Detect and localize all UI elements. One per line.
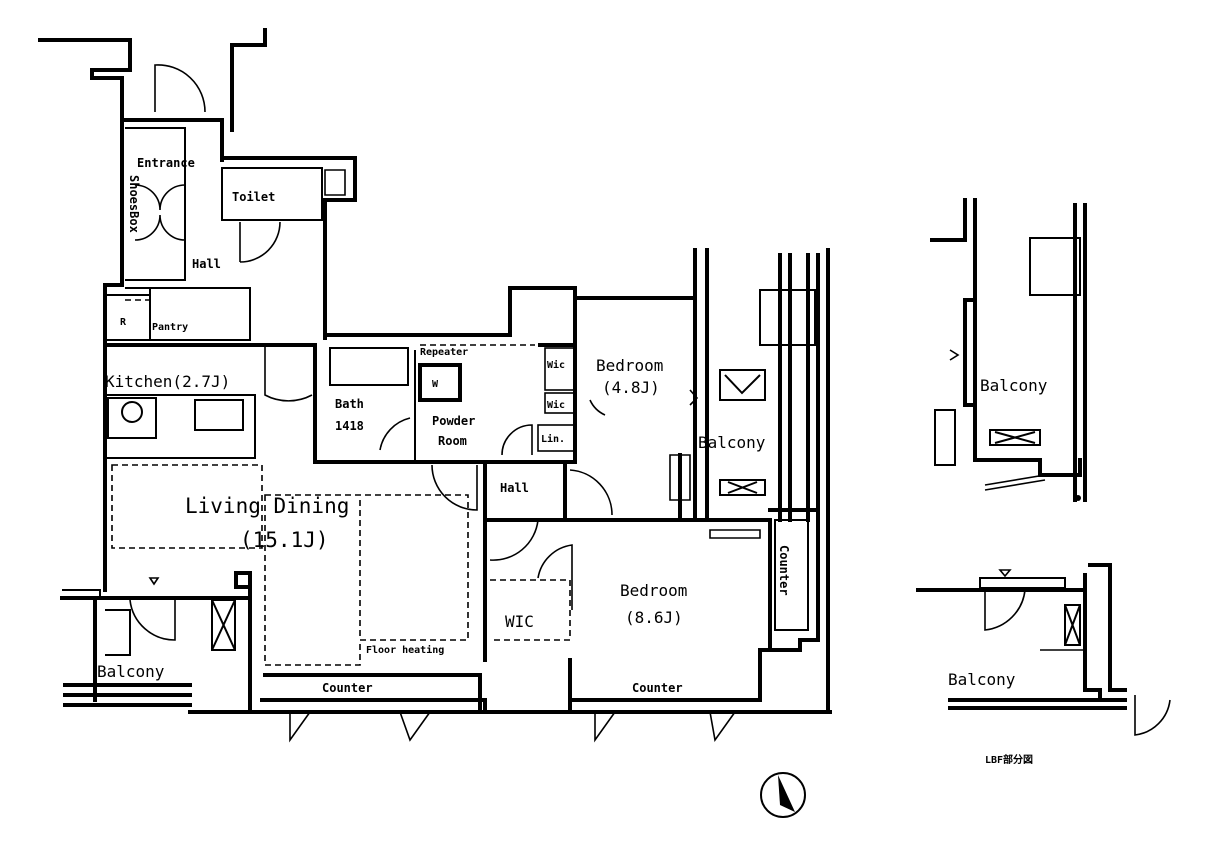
label-linen: Lin. — [541, 433, 565, 445]
label-bath-size: 1418 — [335, 419, 364, 433]
label-hall-center: Hall — [500, 481, 529, 495]
label-shoe-box: ShoesBox — [127, 175, 141, 233]
label-powder-room-2: Room — [438, 434, 467, 448]
label-balcony-inset-top: Balcony — [980, 376, 1048, 395]
label-bath: Bath — [335, 397, 364, 411]
inset-bottom-walls — [916, 563, 1171, 736]
label-bedroom-large-size: (8.6J) — [625, 608, 683, 627]
label-powder-room-1: Powder — [432, 414, 475, 428]
label-balcony-west: Balcony — [97, 662, 165, 681]
label-pantry: Pantry — [152, 322, 188, 333]
label-inset-caption: LBF部分図 — [985, 753, 1033, 766]
room-labels: Entrance ShoesBox Toilet Hall Pantry R K… — [97, 156, 1048, 766]
label-living-dining-size: (15.1J) — [240, 528, 329, 552]
label-bedroom-large: Bedroom — [620, 581, 687, 600]
label-counter-east: Counter — [777, 545, 791, 596]
label-floor-heating: Floor heating — [366, 644, 444, 656]
dashed-outlines — [111, 299, 571, 666]
label-repeater: Repeater — [420, 347, 468, 358]
inset-top-walls — [930, 198, 1087, 502]
label-entrance: Entrance — [137, 156, 195, 170]
label-wic-mid: Wic — [547, 399, 565, 411]
north-arrow-icon — [760, 772, 806, 818]
label-living-dining: Living Dining — [185, 494, 349, 518]
label-counter-living: Counter — [322, 681, 373, 695]
door-swings — [129, 64, 736, 743]
label-wic-lower: WIC — [505, 612, 534, 631]
label-counter-bedroom: Counter — [632, 681, 683, 695]
main-plan-walls — [38, 28, 832, 714]
label-toilet: Toilet — [232, 190, 275, 204]
label-wic-top: Wic — [547, 359, 565, 371]
label-refrigerator: R — [120, 317, 127, 328]
label-kitchen: Kitchen(2.7J) — [105, 372, 230, 391]
label-hall-top: Hall — [192, 257, 221, 271]
label-washer: W — [432, 379, 439, 390]
label-bedroom-small: Bedroom — [596, 356, 663, 375]
fixtures — [105, 169, 766, 656]
label-bedroom-small-size: (4.8J) — [602, 378, 660, 397]
label-balcony-east: Balcony — [698, 433, 766, 452]
label-balcony-inset-bottom: Balcony — [948, 670, 1016, 689]
